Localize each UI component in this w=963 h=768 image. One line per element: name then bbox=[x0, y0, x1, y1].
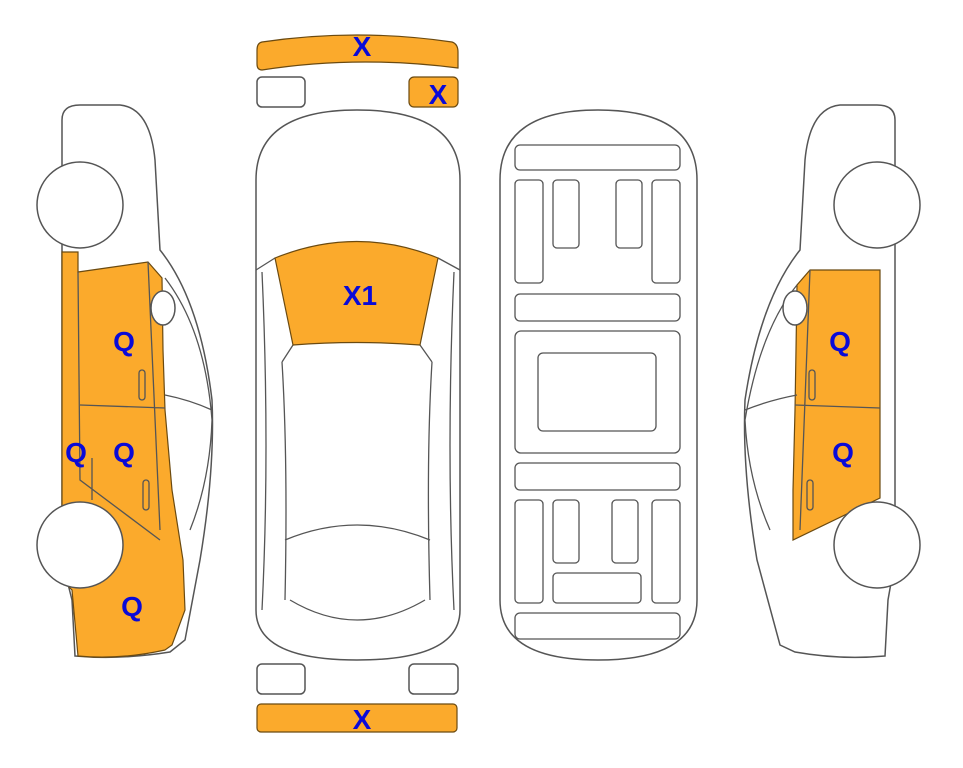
top-view: X X X1 X bbox=[255, 31, 461, 735]
left-side-view: Q Q Q Q bbox=[36, 104, 214, 659]
front-bumper[interactable] bbox=[256, 34, 459, 71]
left-front-handle bbox=[138, 369, 146, 401]
underbody-view bbox=[499, 109, 698, 661]
windshield[interactable] bbox=[274, 240, 439, 346]
right-door-lines bbox=[744, 269, 881, 531]
right-rear-handle bbox=[806, 479, 814, 511]
underbody-outline bbox=[499, 109, 698, 661]
rear-bumper[interactable] bbox=[256, 703, 458, 733]
underbody-panels bbox=[514, 144, 681, 640]
left-rear-wheel bbox=[36, 501, 124, 589]
right-side-view: Q Q bbox=[743, 104, 921, 659]
left-door-lines bbox=[77, 261, 166, 541]
label-windshield: X1 bbox=[343, 280, 377, 311]
rear-right-light[interactable] bbox=[408, 663, 459, 695]
top-body-lines bbox=[255, 257, 461, 621]
label-right-rear-door: Q bbox=[832, 437, 854, 468]
label-left-rear-door: Q bbox=[113, 437, 135, 468]
label-front-right-light: X bbox=[429, 79, 448, 110]
label-front-bumper: X bbox=[353, 31, 372, 62]
right-front-handle bbox=[808, 369, 816, 401]
rear-left-light[interactable] bbox=[256, 663, 306, 695]
label-left-rear-quarter: Q bbox=[121, 591, 143, 622]
left-rear-handle bbox=[142, 479, 150, 511]
label-left-front-door: Q bbox=[113, 326, 135, 357]
right-mirror bbox=[782, 290, 808, 326]
right-rear-wheel bbox=[833, 501, 921, 589]
left-front-wheel bbox=[36, 161, 124, 249]
label-rear-bumper: X bbox=[353, 704, 372, 735]
label-right-front-door: Q bbox=[829, 326, 851, 357]
right-front-wheel bbox=[833, 161, 921, 249]
front-right-light[interactable] bbox=[408, 76, 459, 108]
front-left-light[interactable] bbox=[256, 76, 306, 108]
left-mirror bbox=[150, 290, 176, 326]
label-left-sill: Q bbox=[65, 437, 87, 468]
left-window-line bbox=[164, 277, 213, 531]
